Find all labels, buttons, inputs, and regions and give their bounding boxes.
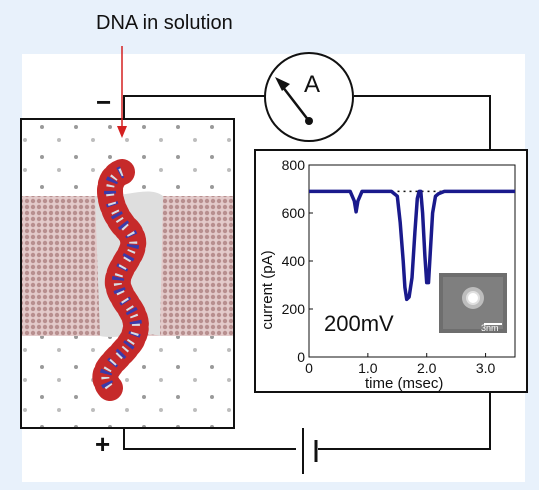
- tem-micrograph-inset: 3nm: [439, 273, 507, 333]
- dna-strand-bases: [99, 166, 142, 392]
- plus-terminal-label: +: [95, 429, 110, 459]
- x-tick-label: 3.0: [476, 360, 496, 376]
- current-trace-inset: 0 200 400 600 800 0 1.0 2.0 3.0 200mV time (mse…: [254, 149, 528, 393]
- y-tick-label: 800: [282, 157, 306, 173]
- battery-symbol: [302, 428, 318, 474]
- circuit-wires: [123, 95, 491, 450]
- dna-pointer-arrow: [117, 46, 127, 138]
- dna-strand-highlights: [101, 168, 140, 391]
- solution-chamber: [20, 118, 235, 429]
- x-axis-label: time (msec): [365, 375, 443, 392]
- y-axis-ticks: 0 200 400 600 800: [282, 157, 313, 365]
- wire-top-right: [354, 95, 491, 150]
- x-axis-ticks: 0 1.0 2.0 3.0: [305, 353, 496, 376]
- ammeter-needle-arrowhead: [275, 77, 290, 91]
- dna-in-solution-caption: DNA in solution: [96, 12, 233, 34]
- wire-top-left: [123, 95, 265, 119]
- micrograph-scale-label: 3nm: [481, 323, 499, 333]
- x-tick-label: 0: [305, 360, 313, 376]
- y-tick-label: 600: [282, 205, 306, 221]
- ammeter-label: A: [304, 71, 320, 98]
- y-tick-label: 0: [297, 349, 305, 365]
- micrograph-pore: [466, 291, 480, 305]
- wire-bottom-right: [318, 392, 491, 450]
- ammeter-pivot: [305, 117, 313, 125]
- minus-terminal-label: −: [96, 87, 111, 117]
- ammeter-dial: [264, 52, 354, 142]
- voltage-label: 200mV: [324, 311, 394, 336]
- ammeter: A: [264, 52, 354, 142]
- y-tick-label: 400: [282, 253, 306, 269]
- y-tick-label: 200: [282, 301, 306, 317]
- dna-molecule: [92, 159, 149, 401]
- arrow-head: [117, 126, 127, 138]
- wire-bottom-left: [123, 428, 296, 450]
- x-tick-label: 2.0: [417, 360, 437, 376]
- inset-frame: [254, 149, 528, 393]
- current-trace-line: [309, 189, 515, 302]
- y-axis-label: current (pA): [259, 250, 276, 329]
- x-tick-label: 1.0: [358, 360, 378, 376]
